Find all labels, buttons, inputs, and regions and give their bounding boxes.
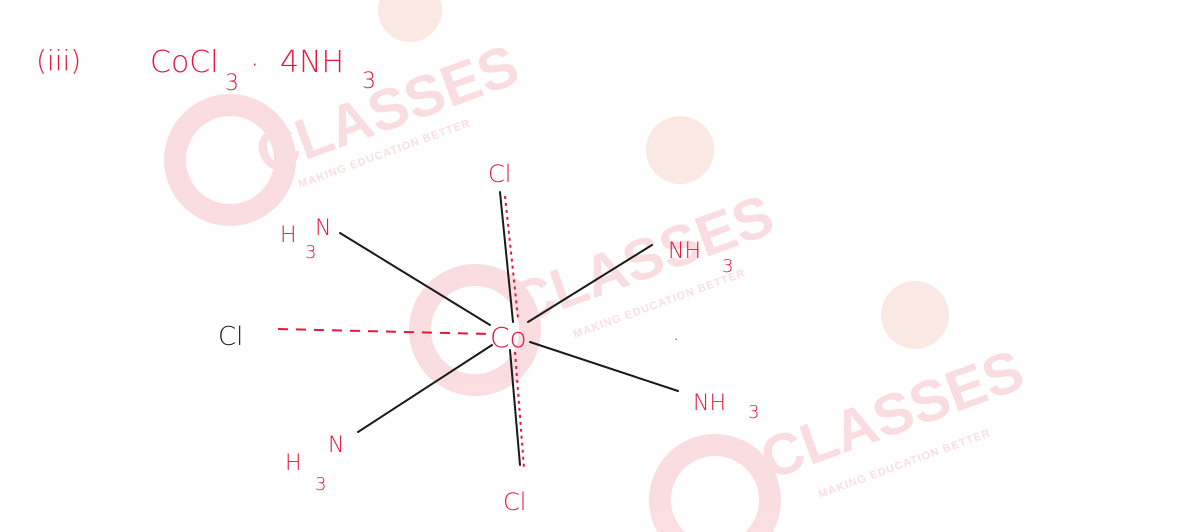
- heading-dot: ·: [250, 48, 260, 83]
- lower-left-h: H: [285, 451, 302, 476]
- upper-right-sub: 3: [722, 256, 733, 277]
- heading: (iii) CoCl 3 · 4NH 3: [36, 44, 376, 96]
- upper-left-sub: 3: [305, 242, 316, 263]
- top-ligand-label: Cl: [488, 160, 511, 188]
- lower-left-n: N: [328, 433, 344, 458]
- heading-formula-main: CoCl: [150, 45, 219, 80]
- bonds: [339, 191, 679, 466]
- upper-right-nh: NH: [668, 239, 701, 264]
- lower-right-nh: NH: [693, 391, 726, 416]
- heading-formula-tail-sub: 3: [362, 69, 376, 94]
- bond-lower-right: [529, 341, 679, 392]
- bond-bottom: [509, 349, 521, 466]
- bond-upper-right: [527, 244, 653, 323]
- lower-left-sub: 3: [315, 474, 326, 495]
- center-atom-label: Co: [490, 321, 527, 354]
- upper-left-h: H: [280, 223, 297, 248]
- lower-right-sub: 3: [748, 402, 759, 423]
- stray-mark: .: [673, 321, 679, 345]
- bond-top: [499, 191, 514, 323]
- heading-numeral: (iii): [36, 44, 81, 77]
- watermark-group-2: CLASSES MAKING EDUCATION BETTER: [409, 116, 782, 396]
- watermark-head-icon: [378, 0, 442, 42]
- left-ligand-label: Cl: [218, 322, 243, 352]
- watermark-q-logo: [164, 94, 297, 226]
- bond-upper-left: [339, 232, 491, 326]
- dashed-bonds: [277, 195, 525, 469]
- watermark-q-logo: [409, 264, 542, 396]
- bond-lower-left: [357, 344, 493, 433]
- heading-formula-sub: 3: [225, 71, 239, 96]
- bond-left-dashed: [277, 328, 491, 335]
- watermark-q-logo: [649, 434, 782, 532]
- watermark-head-icon: [646, 116, 714, 184]
- watermark-group-1: CLASSES MAKING EDUCATION BETTER: [164, 0, 527, 226]
- atom-labels: Co Cl Cl Cl H 3 N H 3 N NH 3 NH 3 .: [218, 160, 759, 516]
- bottom-ligand-label: Cl: [503, 488, 526, 516]
- watermark-head-icon: [881, 281, 949, 349]
- heading-formula-tail: 4NH: [280, 45, 344, 80]
- upper-left-n: N: [315, 216, 331, 241]
- bond-bottom-dotted: [514, 351, 525, 469]
